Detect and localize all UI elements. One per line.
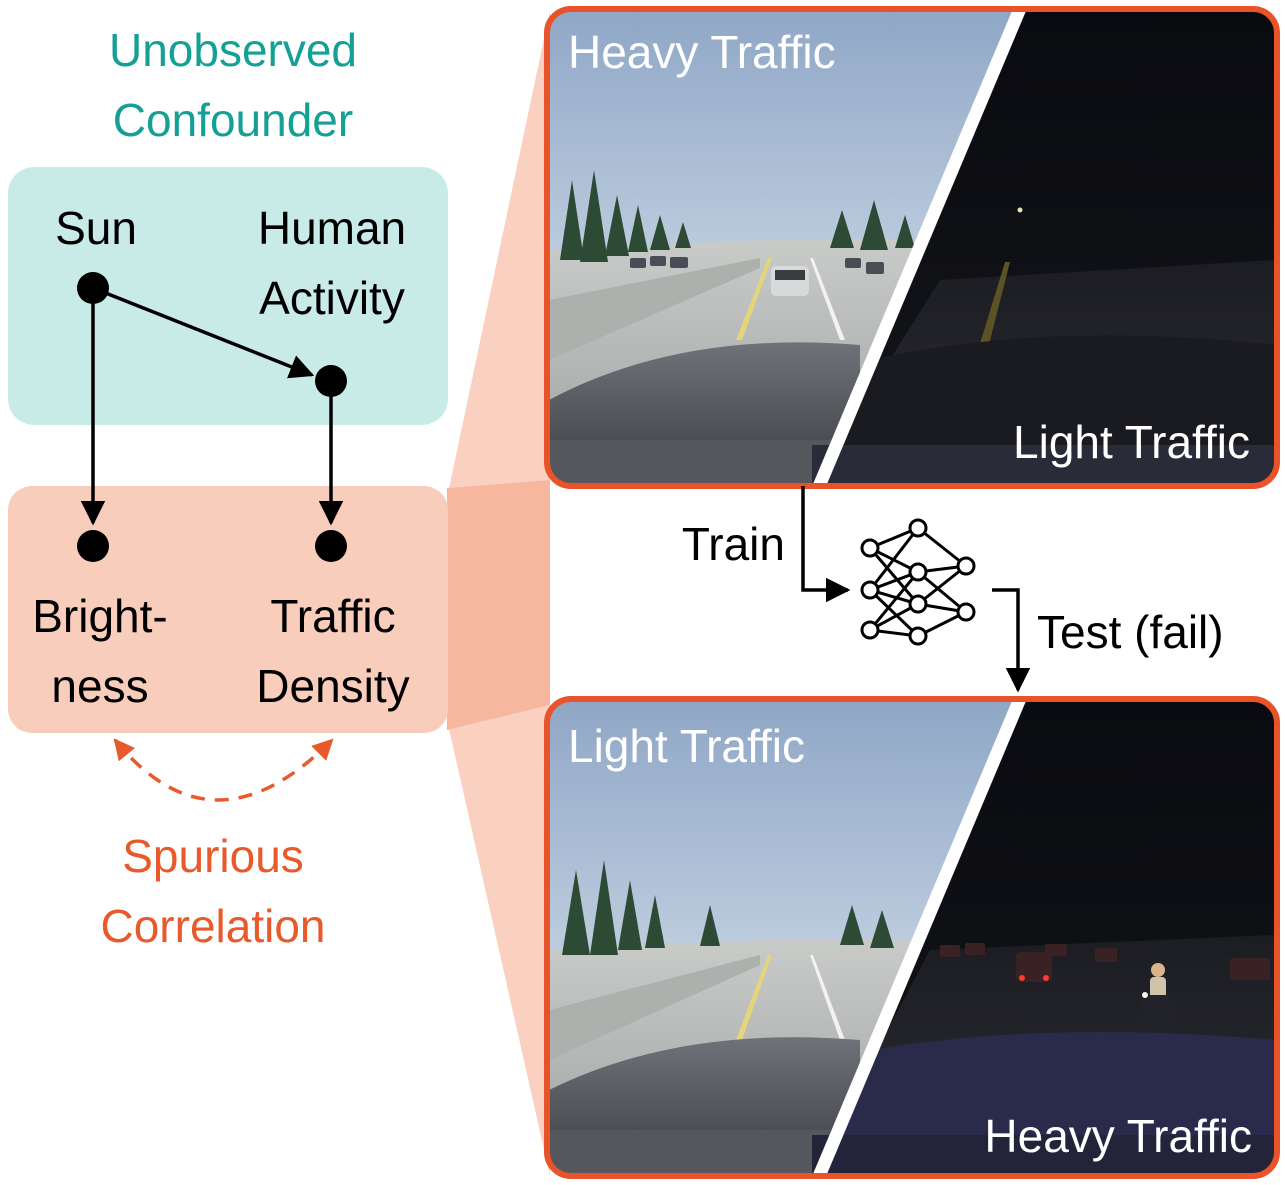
node-sun (77, 272, 109, 304)
node-label-brightness-line2: ness (51, 660, 148, 712)
spurious-label-line1: Spurious (122, 830, 304, 882)
node-label-traffic-density-line1: Traffic (270, 590, 395, 642)
edge-sun-human-activity (92, 286, 315, 379)
node-human-activity (315, 365, 347, 397)
test-panel-frame (544, 696, 1280, 1179)
train-arrow (801, 486, 851, 603)
zoom-wedge-bottom (447, 705, 550, 1176)
test-night-label: Heavy Traffic (984, 1110, 1252, 1162)
train-night-label: Light Traffic (1013, 416, 1250, 468)
neural-network-icon (860, 518, 976, 646)
node-label-brightness-line1: Bright- (32, 590, 167, 642)
train-night-scene (812, 11, 1275, 484)
train-day-label: Heavy Traffic (568, 26, 836, 78)
train-label: Train (682, 518, 785, 570)
node-label-human-activity-line2: Activity (259, 272, 405, 324)
spurious-correlation-arc (113, 738, 334, 802)
train-panel-frame (544, 6, 1280, 489)
node-label-sun: Sun (55, 202, 137, 254)
node-traffic-density (315, 530, 347, 562)
train-divider (813, 11, 1026, 484)
motorcycle-rider (1140, 963, 1174, 1023)
test-day-label: Light Traffic (568, 720, 805, 772)
node-label-human-activity-line1: Human (258, 202, 406, 254)
spurious-label-line2: Correlation (101, 900, 326, 952)
zoom-wedge-top (447, 10, 550, 498)
confounder-title-line2: Confounder (113, 94, 353, 146)
test-arrow (992, 588, 1031, 693)
train-panel: Heavy Traffic Light Traffic (544, 6, 1280, 489)
node-label-traffic-density-line2: Density (256, 660, 409, 712)
node-brightness (77, 530, 109, 562)
confounder-box (8, 167, 448, 425)
confounder-title-line1: Unobserved (109, 24, 357, 76)
test-label: Test (fail) (1037, 606, 1224, 658)
test-night-scene (812, 701, 1275, 1174)
test-panel: Light Traffic Heavy Traffic (544, 696, 1280, 1179)
test-divider (813, 701, 1026, 1174)
zoom-wedge-core (447, 480, 550, 730)
